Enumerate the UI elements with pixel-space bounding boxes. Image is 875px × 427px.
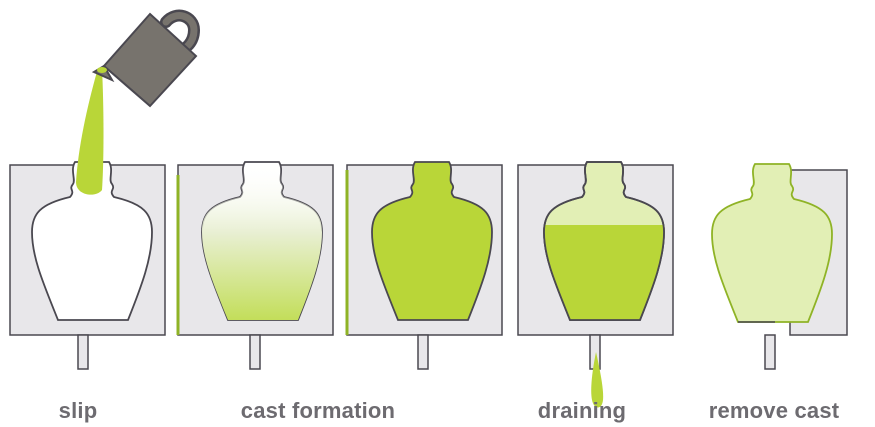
drain-plug-icon (764, 334, 776, 370)
step-label-slip: slip (58, 398, 98, 423)
mold-cast-formation (176, 161, 334, 370)
mold-filled (345, 161, 503, 370)
step-label-remove-cast: remove cast (708, 398, 840, 423)
slip-stream-icon (591, 352, 604, 408)
mold-draining (517, 161, 674, 408)
slip-stream-icon (76, 68, 104, 195)
step-label-cast-formation: cast formation (240, 398, 396, 423)
drain-plug-icon (77, 334, 89, 370)
drain-plug-icon (417, 334, 429, 370)
step-label-draining: draining (537, 398, 627, 423)
mold-remove-cast (711, 163, 848, 370)
drain-plug-icon (249, 334, 261, 370)
pouring-jug-icon (91, 9, 201, 108)
mold-slip (9, 68, 166, 370)
